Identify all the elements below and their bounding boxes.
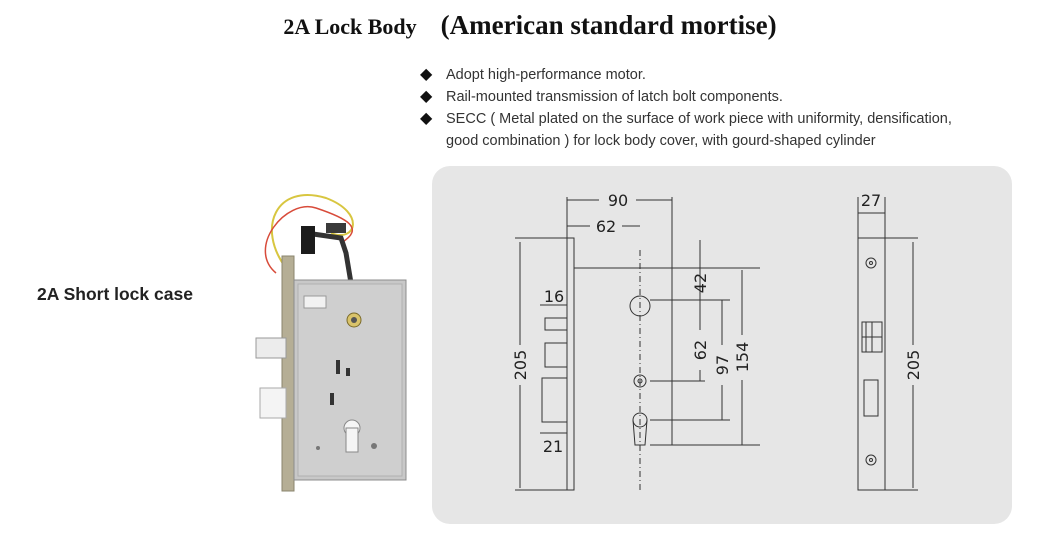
dim-label-27: 27 (861, 191, 881, 210)
diamond-bullet-icon: ◆ (420, 88, 433, 105)
dim-label-205-side: 205 (904, 350, 923, 381)
dim-label-16: 16 (544, 287, 564, 306)
dim-label-21: 21 (543, 437, 563, 456)
feature-item: ◆ Adopt high-performance motor. (420, 64, 1050, 86)
page-title: 2A Lock Body (American standard mortise) (0, 10, 1060, 41)
feature-item: ◆ SECC ( Metal plated on the surface of … (420, 108, 1050, 152)
lock-body-photo (255, 194, 407, 492)
dim-label-62-width: 62 (596, 217, 616, 236)
feature-text-continued: good combination ) for lock body cover, … (446, 133, 876, 149)
feature-text: Adopt high-performance motor. (446, 67, 646, 83)
dim-label-154: 154 (733, 342, 752, 373)
diamond-bullet-icon: ◆ (420, 66, 433, 83)
title-part2: (American standard mortise) (440, 10, 777, 40)
dim-label-42: 42 (691, 273, 710, 293)
feature-text: SECC ( Metal plated on the surface of wo… (446, 111, 952, 127)
feature-list: ◆ Adopt high-performance motor. ◆ Rail-m… (420, 64, 1050, 152)
diamond-bullet-icon: ◆ (420, 110, 433, 127)
dim-label-97: 97 (713, 355, 732, 375)
feature-text: Rail-mounted transmission of latch bolt … (446, 89, 783, 105)
feature-item: ◆ Rail-mounted transmission of latch bol… (420, 86, 1050, 108)
dim-label-205-front: 205 (511, 350, 530, 381)
dim-label-90: 90 (608, 191, 628, 210)
dim-label-62-height: 62 (691, 340, 710, 360)
title-part1: 2A Lock Body (283, 14, 417, 39)
lock-case-label: 2A Short lock case (37, 284, 193, 304)
